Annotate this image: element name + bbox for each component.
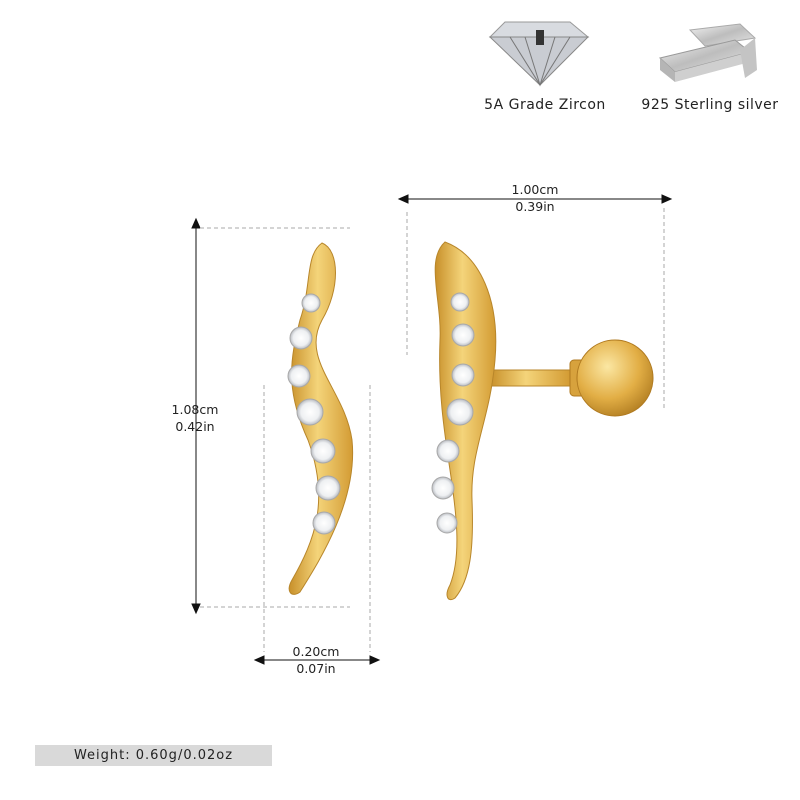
height-in: 0.42in [175, 419, 215, 434]
thickness-label: 0.20cm 0.07in [276, 643, 356, 677]
height-dimension [191, 217, 201, 615]
thickness-in: 0.07in [296, 661, 336, 676]
guide-lines [200, 208, 665, 652]
weight-label: Weight: 0.60g/0.02oz [35, 745, 272, 766]
earring-side-view [431, 241, 654, 601]
width-dimension [397, 194, 673, 204]
zircon-gem-icon [488, 21, 590, 87]
width-cm: 1.00cm [511, 182, 559, 197]
earring-front-view [287, 242, 354, 595]
feature-label-silver: 925 Sterling silver [641, 97, 779, 113]
height-cm: 1.08cm [171, 402, 219, 417]
height-label: 1.08cm 0.42in [160, 401, 230, 435]
thickness-dimension [253, 655, 381, 665]
width-label: 1.00cm 0.39in [495, 181, 575, 215]
silver-bar-icon [658, 23, 757, 82]
width-in: 0.39in [515, 199, 555, 214]
thickness-cm: 0.20cm [292, 644, 340, 659]
feature-label-zircon: 5A Grade Zircon [484, 97, 606, 113]
